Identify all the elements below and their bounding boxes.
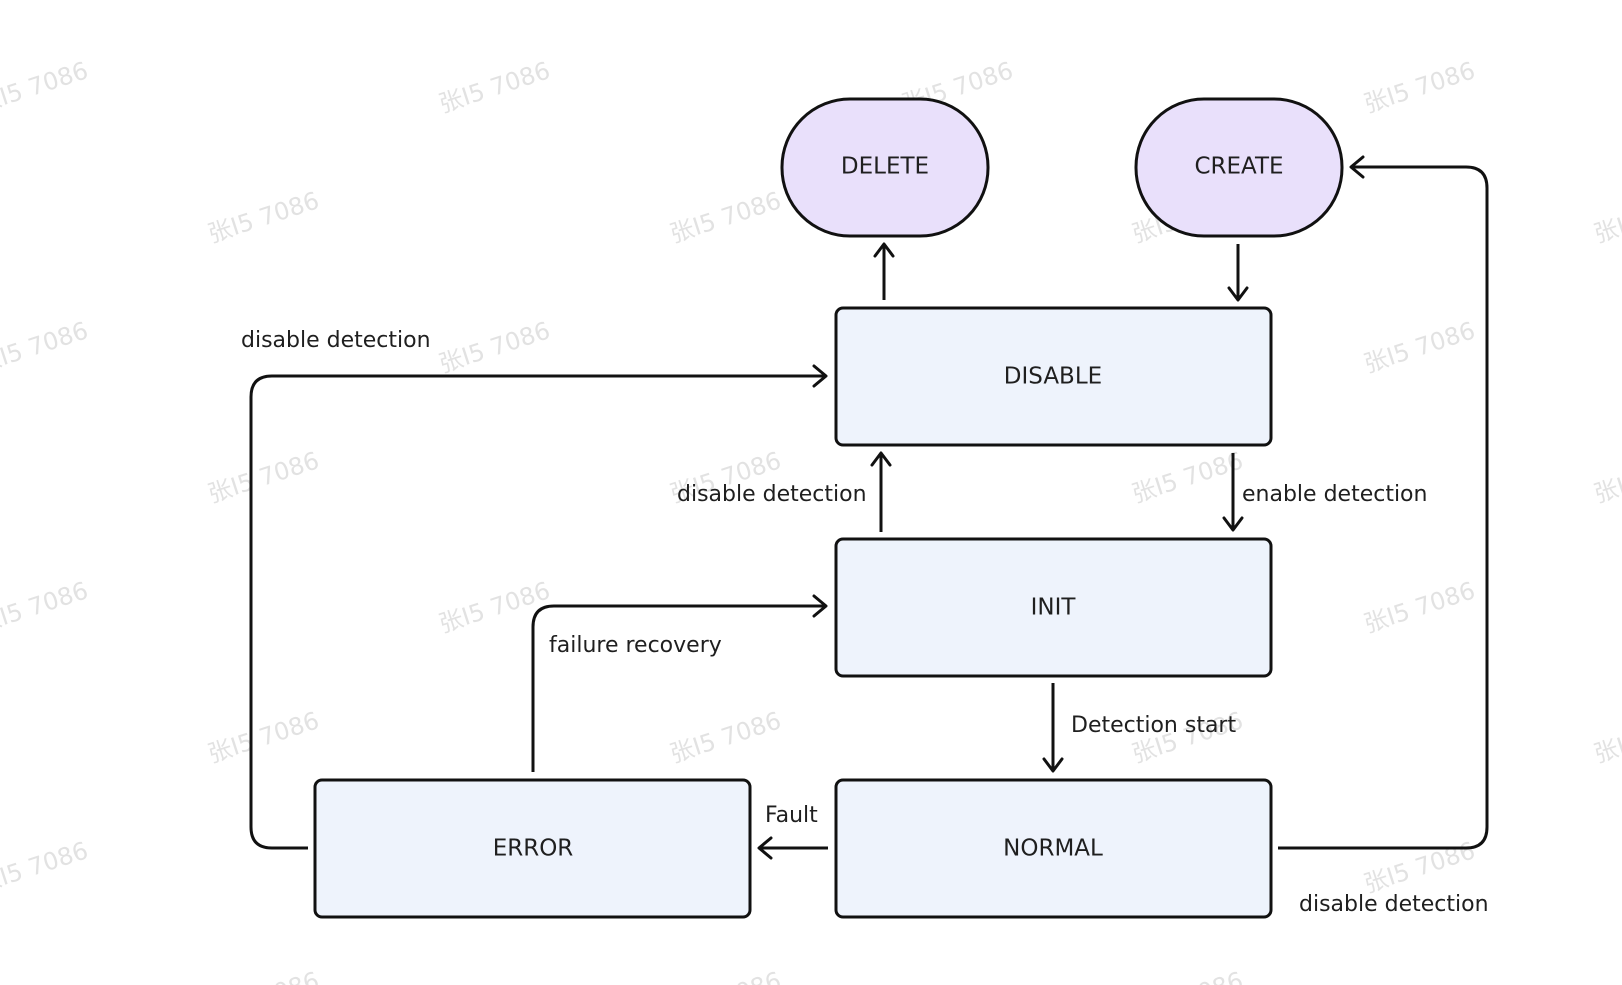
edge-error-to-disable [249,374,826,850]
label-init-to-normal: Detection start [1071,713,1236,738]
edge-normal-to-create [1278,165,1489,850]
state-create-shape [1134,97,1344,238]
arrowhead-disable-from-error [812,364,828,388]
arrowhead-disable-from-create [1227,286,1249,302]
watermark-text: 张I5 7086 [666,966,784,985]
state-normal-label: NORMAL [1003,836,1103,862]
watermark-text: 张I5 7086 [1590,706,1622,768]
watermark-text: 张I5 7086 [1360,316,1478,378]
watermark-text: 张I5 7086 [1128,446,1246,508]
arrowhead-disable-from-init [870,451,892,467]
edges [249,155,1489,860]
watermark-text: 张I5 7086 [1360,576,1478,638]
watermark-text: 张I5 7086 [204,446,322,508]
watermark-text: 张I5 7086 [0,836,92,898]
watermark-text: 张I5 7086 [1128,966,1246,985]
edge-labels: disable detection disable detection enab… [241,328,1489,917]
watermark-text: 张I5 7086 [1590,186,1622,248]
watermark-text: 张I5 7086 [666,706,784,768]
arrowhead-create-from-normal [1349,155,1365,179]
label-init-to-disable: disable detection [677,482,867,507]
watermark-text: 张I5 7086 [1590,966,1622,985]
watermark-text: 张I5 7086 [1360,836,1478,898]
state-delete[interactable]: DELETE [780,97,990,238]
state-disable-shape [834,306,1273,447]
watermark-text: 张I5 7086 [204,186,322,248]
state-delete-shape [780,97,990,238]
label-disable-to-init: enable detection [1242,482,1427,507]
label-error-to-disable: disable detection [241,328,431,353]
state-create[interactable]: CREATE [1134,97,1344,238]
state-disable[interactable]: DISABLE [834,306,1273,447]
state-error[interactable]: ERROR [313,778,752,919]
watermark-text: 张I5 7086 [0,56,92,118]
watermark-text: 张I5 7086 [435,56,553,118]
watermark-text: 张I5 7086 [435,576,553,638]
arrowhead-init-from-error [812,594,828,618]
label-normal-to-error: Fault [765,803,818,828]
label-error-to-init: failure recovery [549,633,722,658]
state-disable-label: DISABLE [1004,364,1102,390]
arrowhead-init-from-disable [1222,516,1244,532]
state-init-label: INIT [1031,595,1077,621]
watermark-text: 张I5 7086 [1590,446,1622,508]
state-error-label: ERROR [493,836,574,862]
arrowhead-error-from-normal [757,836,773,860]
state-normal-shape [834,778,1273,919]
watermark-text: 张I5 7086 [435,316,553,378]
state-init[interactable]: INIT [834,537,1273,678]
label-normal-to-create: disable detection [1299,892,1489,917]
nodes: DELETE CREATE DISABLE INIT NORMAL ERROR [313,97,1344,919]
state-delete-label: DELETE [841,154,929,180]
watermark-text: 张I5 7086 [666,186,784,248]
state-create-label: CREATE [1194,154,1283,180]
watermark-text: 张I5 7086 [0,576,92,638]
watermark-text: 张I5 7086 [204,966,322,985]
edge-error-to-init [531,604,826,772]
arrowhead-normal-from-init [1042,757,1064,773]
arrowhead-delete [873,242,895,258]
state-normal[interactable]: NORMAL [834,778,1273,919]
state-init-shape [834,537,1273,678]
state-error-shape [313,778,752,919]
watermark-text: 张I5 7086 [1360,56,1478,118]
watermark-text: 张I5 7086 [0,316,92,378]
watermark-text: 张I5 7086 [204,706,322,768]
